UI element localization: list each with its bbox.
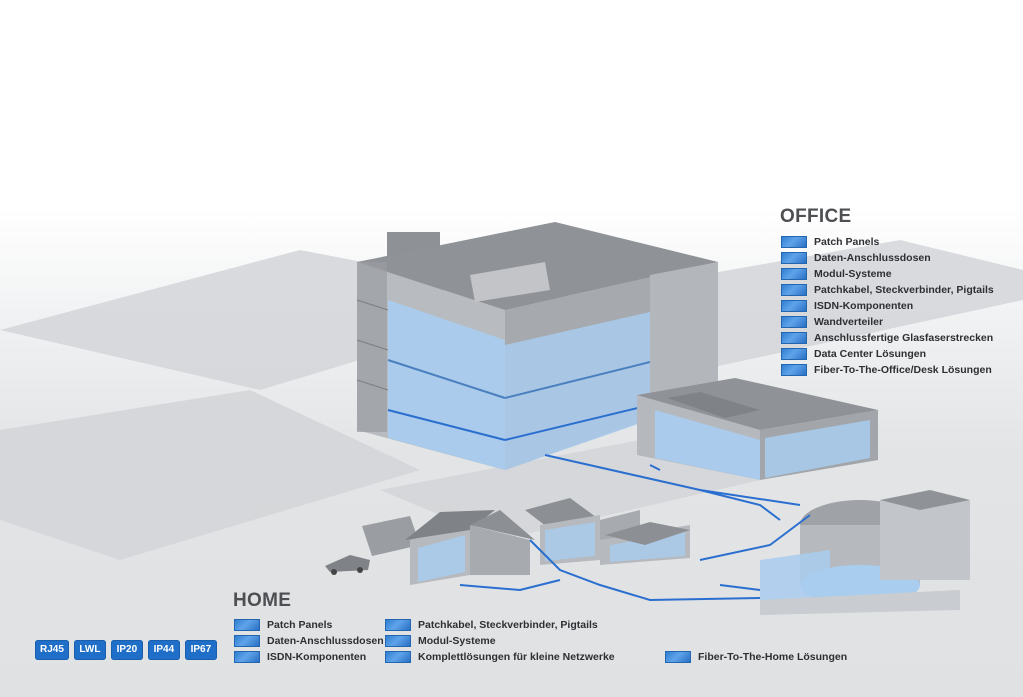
office-building-main [356,222,718,470]
badge-ip20: IP20 [110,640,143,660]
legend-item: Data Center Lösungen [781,346,994,362]
legend-swatch-icon [234,619,260,631]
legend-swatch-icon [665,651,691,663]
legend-swatch-icon [781,252,807,264]
legend-label: ISDN-Komponenten [267,651,367,663]
legend-item: Wandverteiler [781,314,994,330]
legend-item: Daten-Anschlussdosen [234,633,384,649]
legend-swatch-icon [781,364,807,376]
legend-label: Patchkabel, Steckverbinder, Pigtails [418,619,598,631]
legend-swatch-icon [781,236,807,248]
legend-label: Modul-Systeme [814,268,892,280]
car [325,555,370,575]
legend-item: Fiber-To-The-Office/Desk Lösungen [781,362,994,378]
home-legend-col3: Fiber-To-The-Home Lösungen [665,649,847,665]
legend-label: Patchkabel, Steckverbinder, Pigtails [814,284,994,296]
legend-label: Wandverteiler [814,316,884,328]
legend-swatch-icon [781,284,807,296]
legend-label: Patch Panels [814,236,880,248]
legend-label: Fiber-To-The-Home Lösungen [698,651,848,663]
legend-label: Komplettlösungen für kleine Netzwerke [418,651,615,663]
legend-item: ISDN-Komponenten [781,298,994,314]
legend-label: Patch Panels [267,619,333,631]
legend-swatch-icon [385,651,411,663]
badge-ip67: IP67 [184,640,217,660]
legend-item: Patch Panels [234,617,384,633]
legend-label: Daten-Anschlussdosen [814,252,931,264]
legend-item: Fiber-To-The-Home Lösungen [665,649,847,665]
legend-item: Modul-Systeme [781,266,994,282]
office-building-annex [637,378,878,480]
legend-label: Fiber-To-The-Office/Desk Lösungen [814,364,992,376]
network-cables [459,454,811,602]
legend-item: Daten-Anschlussdosen [781,250,994,266]
legend-item: Patchkabel, Steckverbinder, Pigtails [781,282,994,298]
badge-rj45: RJ45 [35,640,69,660]
legend-label: ISDN-Komponenten [814,300,914,312]
legend-item: ISDN-Komponenten [234,649,384,665]
legend-swatch-icon [385,619,411,631]
legend-label: Data Center Lösungen [814,348,927,360]
legend-swatch-icon [234,635,260,647]
home-title: HOME [233,590,292,611]
badge-ip44: IP44 [147,640,180,660]
legend-item: Patchkabel, Steckverbinder, Pigtails [385,617,615,633]
legend-swatch-icon [781,268,807,280]
legend-swatch-icon [781,316,807,328]
legend-item: Komplettlösungen für kleine Netzwerke [385,649,615,665]
legend-swatch-icon [781,300,807,312]
legend-label: Modul-Systeme [418,635,496,647]
legend-swatch-icon [385,635,411,647]
legend-label: Daten-Anschlussdosen [267,635,384,647]
office-title: OFFICE [780,206,852,227]
legend-item: Anschlussfertige Glasfaserstrecken [781,330,994,346]
houses [362,498,690,585]
legend-swatch-icon [781,348,807,360]
legend-swatch-icon [781,332,807,344]
legend-label: Anschlussfertige Glasfaserstrecken [814,332,994,344]
round-building [760,490,970,615]
legend-swatch-icon [234,651,260,663]
legend-item: Patch Panels [781,234,994,250]
badge-lwl: LWL [73,640,106,660]
legend-item: Modul-Systeme [385,633,615,649]
